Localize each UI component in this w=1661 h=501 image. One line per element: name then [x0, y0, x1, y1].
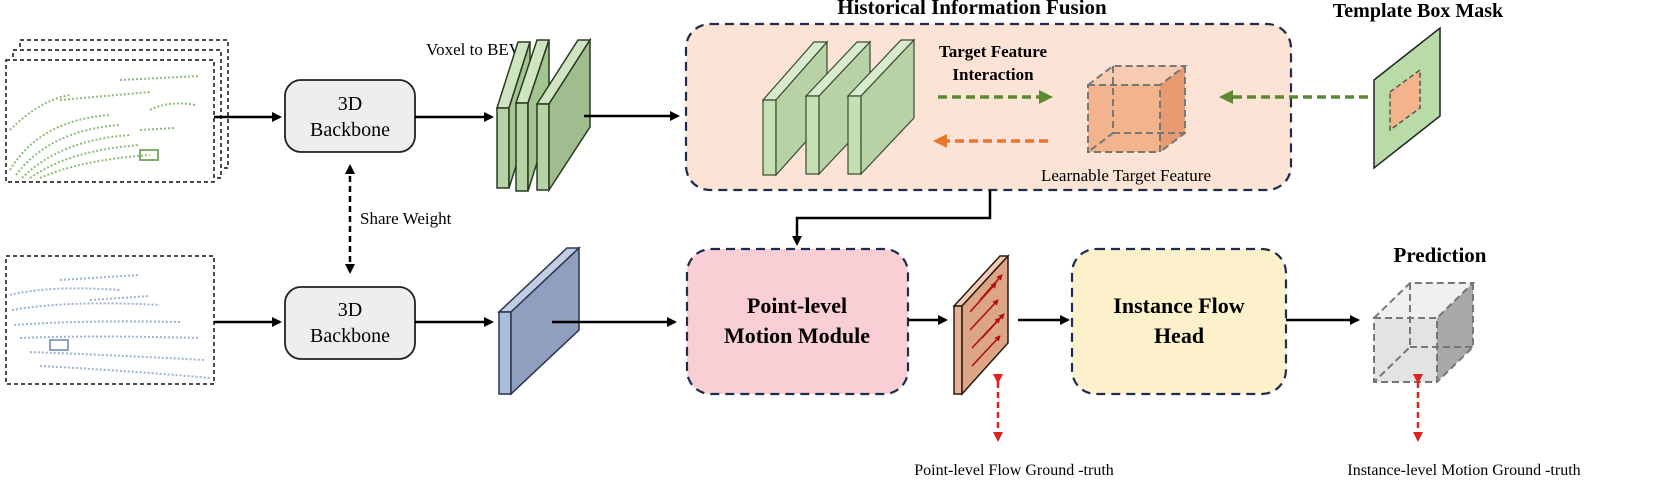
point-level-motion-module: Point-level Motion Module: [685, 247, 910, 396]
target-feature-interaction-label-1: Target Feature: [939, 42, 1048, 61]
point-motion-label-2: Motion Module: [724, 323, 870, 348]
learnable-target-cube: [1087, 65, 1188, 153]
bev-feature-stack-green: [495, 37, 592, 193]
historical-fusion-title: Historical Information Fusion: [837, 0, 1107, 19]
fusion-to-motion-arrow: [792, 190, 992, 246]
flow-feature-map: [952, 254, 1010, 396]
point-motion-label-1: Point-level: [747, 293, 847, 318]
bev-feature-blue: [497, 246, 581, 396]
pointcloud-blue-icon: [9, 274, 211, 379]
instance-flow-head: Instance Flow Head: [1070, 247, 1288, 396]
template-box-mask-title: Template Box Mask: [1333, 0, 1504, 22]
backbone-top-label-1: 3D: [338, 93, 362, 115]
voxel-to-bev-label: Voxel to BEV: [426, 40, 522, 59]
pointcloud-bottom: [5, 255, 215, 385]
pointcloud-stack-top: [5, 39, 229, 183]
instance-level-gt-label: Instance-level Motion Ground -truth: [1347, 462, 1580, 479]
backbone-bottom: 3D Backbone: [284, 286, 416, 360]
backbone-top: 3D Backbone: [284, 79, 416, 153]
backbone-bottom-label-1: 3D: [338, 299, 362, 321]
prediction-title: Prediction: [1394, 243, 1487, 267]
instance-flow-label-2: Head: [1154, 323, 1204, 348]
share-weight-label: Share Weight: [360, 209, 452, 228]
backbone-bottom-label-2: Backbone: [310, 325, 390, 347]
instance-flow-label-1: Instance Flow: [1113, 293, 1245, 318]
pointcloud-green-icon: [9, 75, 201, 179]
template-box-mask-icon: [1373, 26, 1441, 170]
backbone-top-label-2: Backbone: [310, 119, 390, 141]
learnable-target-feature-label: Learnable Target Feature: [1041, 166, 1211, 185]
flow-arrows-icon: [969, 274, 1005, 367]
point-level-gt-label: Point-level Flow Ground -truth: [914, 462, 1114, 479]
fusion-feature-stack: [761, 38, 916, 177]
prediction-cube-icon: [1373, 282, 1476, 383]
target-feature-interaction-label-2: Interaction: [952, 65, 1034, 84]
